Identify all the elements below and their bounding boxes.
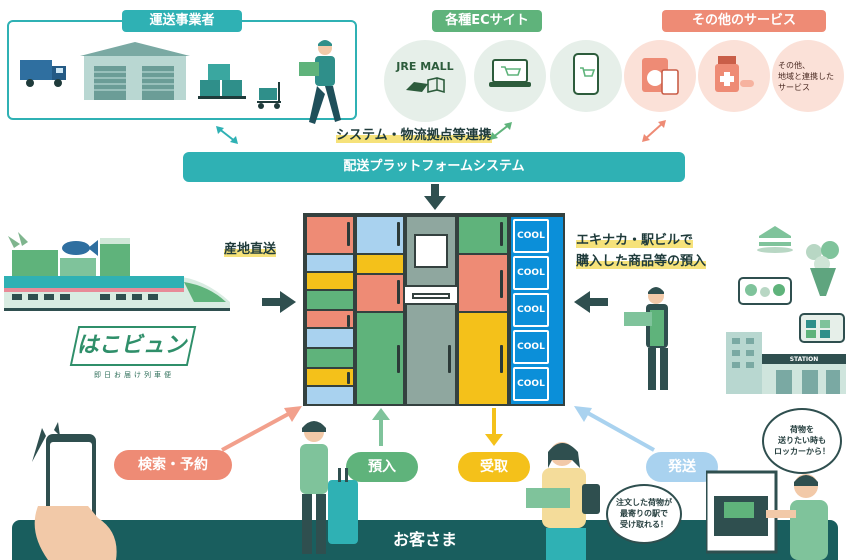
fish-vegetable-icon: [4, 228, 134, 288]
station-building-icon: [726, 326, 850, 396]
jre-mall-logo: JRE MALL: [396, 60, 454, 73]
cool-locker-door[interactable]: COOL: [513, 330, 549, 364]
deposit-tag: 預入: [346, 452, 418, 482]
transport-title: 運送事業者: [122, 10, 242, 32]
right-arrow-into-locker: [262, 291, 296, 317]
hand-cart-icon: [255, 80, 289, 110]
locker-door[interactable]: [355, 253, 405, 275]
linkage-label: システム・物流拠点等連携: [336, 124, 492, 143]
search-arrow: [218, 402, 304, 458]
customer-sending-icon: [704, 462, 850, 560]
sushi-tray-icon: [798, 308, 848, 352]
terminal-slot: [412, 293, 450, 299]
receive-bubble-line2: 最寄りの駅で: [620, 509, 668, 518]
laptop-cart-icon: [487, 58, 533, 96]
cool-locker-column: [509, 215, 565, 406]
hakobyun-subtitle: 即日お届け列車便: [94, 371, 174, 379]
other-circle: [772, 40, 844, 112]
truck-icon: [20, 58, 70, 88]
deposit-arrow: [371, 408, 391, 450]
platform-system-bar: [183, 152, 685, 182]
locker-handle: [448, 345, 451, 373]
terminal-screen[interactable]: [414, 234, 448, 268]
send-speech-bubble: 荷物を 送りたい時も ロッカーから！: [762, 408, 842, 474]
locker-handle: [397, 222, 400, 246]
other-services-title: その他のサービス: [662, 10, 826, 32]
receive-bubble-line1: 注文した荷物が: [616, 498, 672, 507]
send-arrow: [572, 402, 658, 458]
locker-door[interactable]: [305, 347, 355, 369]
locker-door[interactable]: [305, 385, 355, 406]
locker-door[interactable]: [305, 271, 355, 291]
platform-down-arrow: [424, 184, 446, 216]
medicine-icon: [712, 54, 756, 102]
delivery-worker-icon: [295, 38, 345, 126]
send-tag: 発送: [646, 452, 718, 482]
warehouse-icon: [80, 42, 190, 100]
bento-box-icon: [735, 270, 795, 314]
other-desc-line2: 地域と連携した: [778, 72, 834, 81]
locker-door[interactable]: [305, 253, 355, 273]
other-link-arrow: [640, 118, 668, 148]
flower-bouquet-icon: [800, 238, 846, 302]
laundry-icon: [640, 54, 682, 102]
hakobyun-logo: はこビュン: [69, 326, 197, 366]
locker-handle: [500, 270, 503, 298]
traveler-with-suitcase-icon: [278, 416, 368, 560]
ec-title: 各種ECサイト: [432, 10, 542, 32]
customer-bar: [12, 520, 838, 560]
receive-arrow: [484, 408, 504, 450]
locker-handle: [347, 315, 350, 327]
smartphone-cart-icon: [572, 52, 600, 100]
other-desc-line3: サービス: [778, 83, 810, 92]
locker-handle: [500, 222, 503, 246]
send-bubble-line3: ロッカーから！: [774, 447, 830, 456]
locker-door[interactable]: [355, 311, 405, 406]
locker-handle: [500, 345, 503, 373]
smartphone-hand-icon: [28, 422, 128, 560]
receive-bubble-line3: 受け取れる！: [620, 520, 668, 529]
search-reserve-tag: 検索・予約: [114, 450, 232, 480]
customer-receiving-icon: [526, 438, 616, 560]
shop-staff-icon: [622, 284, 682, 398]
locker-door[interactable]: [305, 289, 355, 311]
cool-locker-door[interactable]: COOL: [513, 219, 549, 253]
ekinaka-label-line1: エキナカ・駅ビルで: [576, 229, 694, 248]
receive-tag: 受取: [458, 452, 530, 482]
locker-handle: [347, 222, 350, 246]
customer-label: お客さま: [392, 530, 457, 549]
left-arrow-into-locker: [574, 291, 608, 317]
locker-door[interactable]: [305, 327, 355, 349]
transport-link-arrow: [214, 124, 240, 150]
locker-handle: [397, 345, 400, 373]
platform-system-label: 配送プラットフォームシステム: [343, 159, 525, 174]
cool-locker-door[interactable]: COOL: [513, 367, 549, 401]
ec-link-arrow: [488, 120, 514, 146]
locker-door[interactable]: [355, 273, 405, 313]
locker-handle: [397, 280, 400, 304]
receive-speech-bubble: 注文した荷物が 最寄りの駅で 受け取れる！: [606, 484, 682, 544]
package-stack-icon: [198, 60, 248, 100]
send-bubble-line1: 荷物を: [790, 425, 814, 434]
send-bubble-line2: 送りたい時も: [778, 436, 826, 445]
cool-locker-door[interactable]: COOL: [513, 256, 549, 290]
station-sign: STATION: [789, 356, 819, 363]
cake-icon: [755, 218, 795, 258]
other-desc-line1: その他、: [778, 61, 810, 70]
ekinaka-label-line2: 購入した商品等の預入: [576, 250, 707, 269]
shinkansen-train-icon: [4, 272, 232, 318]
locker-handle: [347, 372, 350, 384]
direct-from-origin-label: 産地直送: [224, 238, 277, 257]
cool-locker-door[interactable]: COOL: [513, 293, 549, 327]
other-services-desc: その他、 地域と連携した サービス: [778, 60, 840, 93]
book-icon: [404, 76, 446, 100]
jre-mall-circle: [384, 40, 466, 122]
